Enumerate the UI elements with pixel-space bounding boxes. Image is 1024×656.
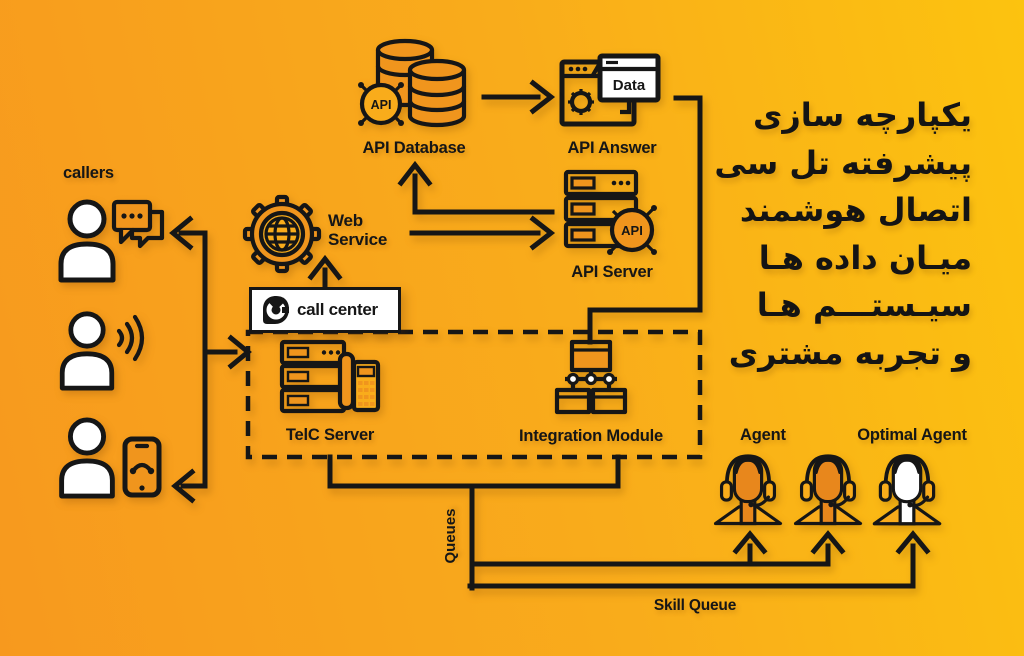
api-badge-server: API bbox=[621, 223, 643, 238]
arrowhead-up-webservice bbox=[307, 254, 343, 281]
integration-module-icon bbox=[554, 339, 628, 415]
edge-queue-to-agents bbox=[469, 543, 831, 567]
agent-label: Agent bbox=[740, 426, 786, 444]
heading-line-3: اتصال هوشمند bbox=[739, 191, 972, 229]
telc-server-label: TelC Server bbox=[285, 426, 375, 444]
api-database-icon: API bbox=[358, 38, 467, 128]
arrowhead-right-apiserver bbox=[529, 215, 556, 251]
arrowhead-up-apidatabase bbox=[397, 160, 433, 187]
call-center-box: call center bbox=[249, 287, 401, 333]
edge-apiserver-to-apidatabase bbox=[412, 173, 555, 215]
call-center-logo-icon bbox=[263, 296, 289, 324]
caller-voice-person-icon bbox=[59, 311, 115, 391]
chat-bubbles-icon bbox=[111, 199, 165, 249]
api-badge-database: API bbox=[371, 98, 392, 112]
call-center-label: call center bbox=[297, 300, 378, 319]
agent-2-icon bbox=[793, 454, 863, 526]
optimal-agent-icon bbox=[872, 454, 942, 526]
edge-callcenter-to-callers bbox=[178, 230, 208, 489]
caller-chat-person-icon bbox=[58, 199, 116, 283]
persian-heading: یکپارچه سازی پیشرفته تل سی اتصال هوشمند … bbox=[672, 92, 972, 377]
api-server-icon: API bbox=[563, 169, 657, 255]
heading-line-2: پیشرفته تل سی bbox=[714, 143, 972, 182]
callers-label: callers bbox=[63, 164, 114, 182]
optimal-agent-label: Optimal Agent bbox=[857, 426, 967, 444]
caller-phone-person-icon bbox=[59, 417, 115, 499]
arrowhead-up-optimal-agent bbox=[895, 530, 931, 555]
arrowhead-right-apianswer bbox=[529, 79, 556, 115]
edge-skillqueue-to-optimal bbox=[467, 543, 916, 589]
web-service-gear-icon bbox=[242, 194, 322, 274]
system-boundary-dashed-box bbox=[245, 329, 703, 460]
arrowhead-up-agent1 bbox=[732, 530, 768, 555]
heading-line-6: و تجربه مشتری bbox=[728, 333, 972, 372]
arrowhead-right-into-box bbox=[227, 334, 252, 370]
data-window-label: Data bbox=[613, 77, 646, 94]
smartphone-icon bbox=[122, 436, 162, 498]
agent-1-icon bbox=[713, 454, 783, 526]
arrowhead-up-agent2 bbox=[810, 530, 846, 555]
heading-line-5: سیـستـــم هـا bbox=[756, 286, 972, 324]
api-answer-icon: Data bbox=[559, 53, 661, 127]
integration-module-label: Integration Module bbox=[519, 427, 663, 445]
heading-line-1: یکپارچه سازی bbox=[753, 96, 972, 134]
api-server-label: API Server bbox=[571, 263, 653, 281]
arrowhead-left-caller1 bbox=[169, 215, 194, 251]
telc-server-icon bbox=[279, 339, 381, 414]
web-service-label-line2: Service bbox=[328, 230, 388, 249]
web-service-label-line1: Web bbox=[328, 211, 363, 230]
edge-box-to-queue-bus bbox=[327, 454, 621, 489]
arrowhead-left-caller3 bbox=[171, 468, 196, 504]
sound-waves-icon bbox=[116, 314, 145, 362]
edge-apianswer-to-integration bbox=[587, 95, 703, 345]
api-database-label: API Database bbox=[362, 139, 466, 157]
heading-line-4: میـان داده هـا bbox=[758, 238, 972, 277]
api-answer-label: API Answer bbox=[567, 139, 657, 157]
skill-queue-label: Skill Queue bbox=[653, 597, 737, 614]
